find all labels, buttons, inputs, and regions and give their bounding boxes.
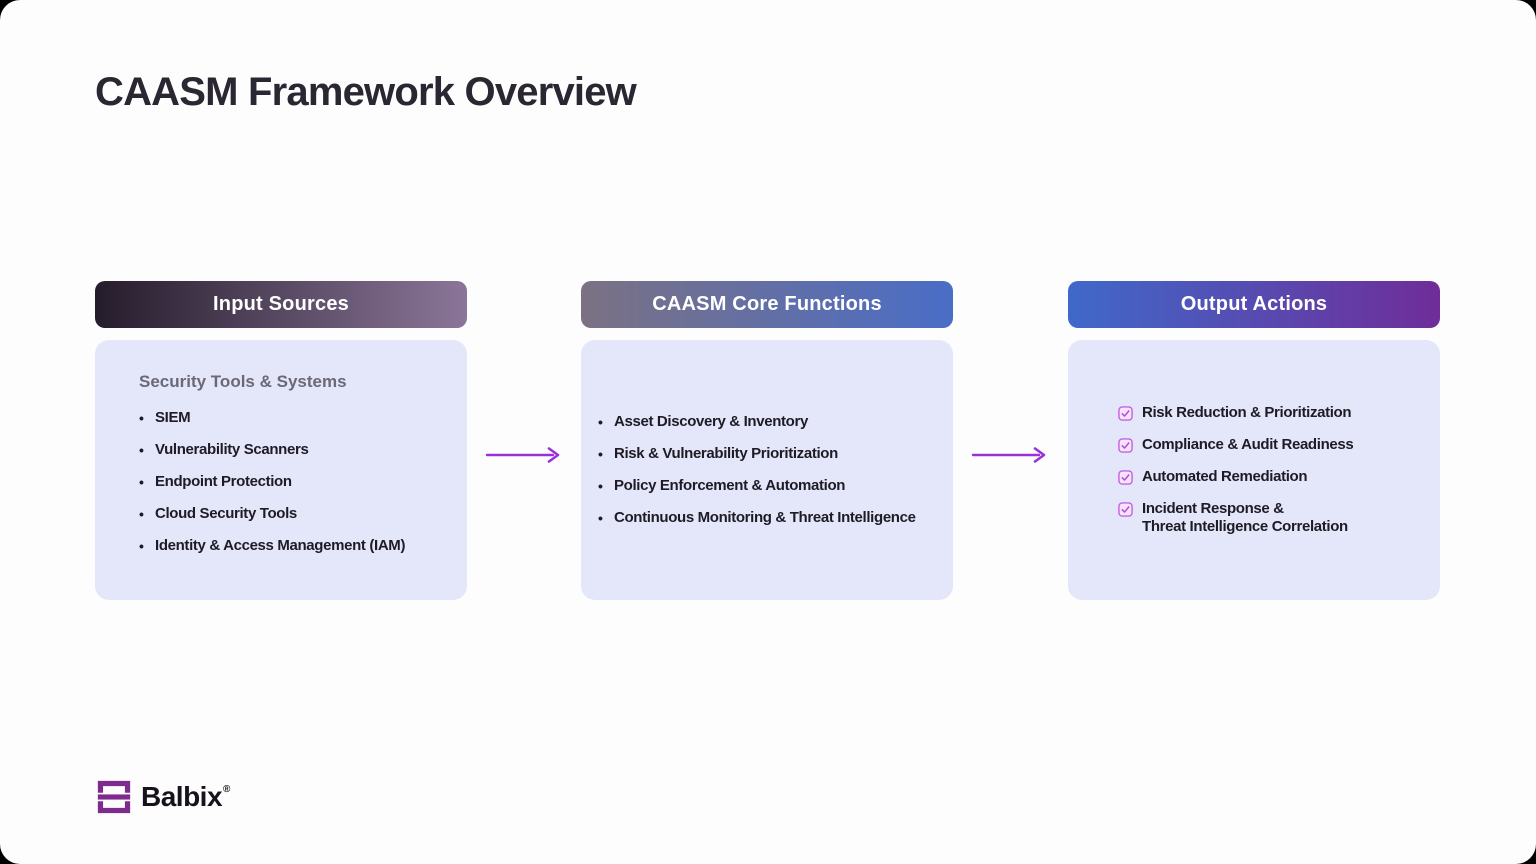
list-item-label: Risk Reduction & Prioritization — [1142, 404, 1352, 421]
core-functions-list: • Asset Discovery & Inventory • Risk & Vuln… — [598, 413, 949, 527]
arrow-right-icon — [971, 447, 1046, 463]
bullet-icon: • — [598, 510, 603, 526]
list-item-label: Continuous Monitoring & Threat Intellige… — [614, 509, 916, 526]
list-item: • Identity & Access Management (IAM) — [139, 537, 455, 555]
bullet-icon: • — [598, 446, 603, 462]
column-input-sources: Input Sources Security Tools & Systems •… — [95, 281, 467, 600]
list-item-label: Cloud Security Tools — [155, 505, 297, 522]
list-item: • Vulnerability Scanners — [139, 441, 455, 459]
column-body-input-sources: Security Tools & Systems • SIEM • Vulnerabi… — [95, 340, 467, 600]
bullet-icon: • — [139, 506, 144, 522]
checkbox-checked-icon — [1118, 469, 1133, 485]
list-item-label: Vulnerability Scanners — [155, 441, 309, 458]
bullet-icon: • — [139, 410, 144, 426]
list-item-label: Incident Response & Threat Intelligence … — [1142, 500, 1348, 535]
bullet-icon: • — [139, 442, 144, 458]
list-item: Automated Remediation — [1118, 468, 1432, 486]
list-item-label: Endpoint Protection — [155, 473, 292, 490]
checkbox-checked-icon — [1118, 501, 1133, 517]
column-body-core-functions: • Asset Discovery & Inventory • Risk & Vuln… — [581, 340, 953, 600]
list-item: • Endpoint Protection — [139, 473, 455, 491]
column-header-output-actions: Output Actions — [1068, 281, 1440, 328]
list-item-label: Asset Discovery & Inventory — [614, 413, 808, 430]
list-item-label: Policy Enforcement & Automation — [614, 477, 846, 494]
column-subtitle: Security Tools & Systems — [139, 372, 347, 391]
list-item-label: Risk & Vulnerability Prioritization — [614, 445, 838, 462]
list-item: Incident Response & Threat Intelligence … — [1118, 500, 1432, 536]
list-item-label: Identity & Access Management (IAM) — [155, 537, 406, 554]
checkbox-checked-icon — [1118, 405, 1133, 421]
list-item-label: Compliance & Audit Readiness — [1142, 436, 1354, 453]
column-header-core-functions: CAASM Core Functions — [581, 281, 953, 328]
list-item: Risk Reduction & Prioritization — [1118, 404, 1432, 422]
list-item: • Policy Enforcement & Automation — [598, 477, 949, 495]
bullet-icon: • — [139, 538, 144, 554]
arrow-right-icon — [485, 447, 560, 463]
list-item-label: Automated Remediation — [1142, 468, 1308, 485]
list-item: • SIEM — [139, 409, 455, 427]
bullet-icon: • — [598, 414, 603, 430]
bullet-icon: • — [598, 478, 603, 494]
list-item: • Asset Discovery & Inventory — [598, 413, 949, 431]
balbix-logo: Balbix® — [95, 778, 230, 816]
list-item: • Continuous Monitoring & Threat Intellig… — [598, 509, 949, 527]
balbix-logo-icon — [97, 780, 131, 814]
list-item: • Risk & Vulnerability Prioritization — [598, 445, 949, 463]
checkbox-checked-icon — [1118, 437, 1133, 453]
balbix-logo-text: Balbix® — [141, 781, 230, 812]
list-item: • Cloud Security Tools — [139, 505, 455, 523]
list-item: Compliance & Audit Readiness — [1118, 436, 1432, 454]
bullet-icon: • — [139, 474, 144, 490]
column-output-actions: Output Actions Risk Reduction & Prioriti… — [1068, 281, 1440, 600]
registered-trademark-symbol: ® — [223, 784, 230, 795]
page-title: CAASM Framework Overview — [95, 70, 637, 114]
column-core-functions: CAASM Core Functions • Asset Discovery & … — [581, 281, 953, 600]
list-item-label: SIEM — [155, 409, 191, 426]
column-header-input-sources: Input Sources — [95, 281, 467, 328]
input-sources-list: • SIEM • Vulnerability Scanners • Endpoint Pr… — [139, 409, 455, 555]
